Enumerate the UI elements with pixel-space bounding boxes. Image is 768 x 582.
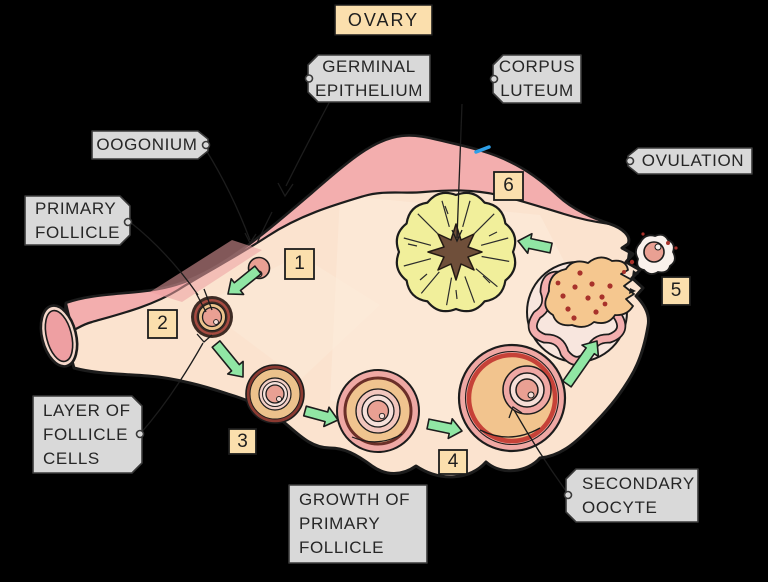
released-oocyte bbox=[622, 232, 678, 275]
leader-layer-cells bbox=[139, 342, 204, 435]
label-germinal-epithelium: GERMINAL EPITHELIUM bbox=[314, 56, 424, 100]
leader-oogonium-2 bbox=[256, 211, 273, 244]
leader-primary-follicle-ticks bbox=[195, 288, 213, 313]
label-layer-of-follicle-cells: LAYER OF FOLLICLE CELLS bbox=[43, 400, 131, 468]
blood-dots bbox=[555, 270, 613, 321]
leader-germinal-epithelium bbox=[285, 100, 331, 187]
label-primary-follicle: PRIMARY FOLLICLE bbox=[35, 198, 121, 242]
label-plates bbox=[24, 4, 753, 564]
arrow-1-to-2 bbox=[227, 265, 262, 296]
label-corpus-luteum: CORPUS LUTEUM bbox=[498, 57, 576, 100]
step-4-badge: 4 bbox=[447, 451, 459, 472]
corpus-luteum bbox=[395, 191, 517, 313]
page-title: OVARY bbox=[335, 5, 432, 35]
leader-secondary-oocyte bbox=[513, 409, 567, 492]
ovulation-blood-dots bbox=[622, 232, 678, 274]
arrow-4-to-5 bbox=[562, 340, 600, 388]
step-1-badge: 1 bbox=[294, 253, 305, 274]
ovary-title-plate bbox=[334, 4, 433, 36]
plate-ovulation bbox=[627, 147, 753, 175]
leader-primary-follicle bbox=[129, 221, 199, 296]
leader-lines bbox=[129, 100, 567, 492]
graafian-follicle bbox=[457, 343, 567, 453]
label-ovulation: OVULATION bbox=[641, 151, 745, 170]
step-2-badge: 2 bbox=[157, 313, 168, 334]
plate-germinal-epithelium bbox=[307, 54, 431, 103]
step-3-badge: 3 bbox=[237, 430, 248, 452]
rupture-debris bbox=[627, 252, 639, 294]
arrow-5-to-6 bbox=[517, 232, 553, 255]
stage-arrows bbox=[211, 232, 600, 440]
growing-follicle bbox=[245, 364, 305, 424]
label-secondary-oocyte: SECONDARY OOCYTE bbox=[582, 473, 695, 517]
stalk-opening bbox=[39, 304, 79, 368]
label-growth-of-primary-follicle: GROWTH OF PRIMARY FOLLICLE bbox=[299, 490, 411, 557]
leader-corpus-luteum-head bbox=[451, 229, 463, 243]
step-5-badge: 5 bbox=[670, 280, 682, 301]
step-6-badge: 6 bbox=[503, 175, 514, 196]
corpus-luteum-center bbox=[427, 223, 483, 281]
leader-oogonium-head bbox=[244, 232, 257, 245]
blue-mark bbox=[474, 145, 491, 154]
plate-layer-cells bbox=[32, 395, 143, 474]
leader-secondary-oocyte-head bbox=[508, 406, 523, 419]
arrow-growth-to-4 bbox=[426, 417, 463, 440]
plate-growth bbox=[288, 484, 428, 564]
primary-follicle-cell bbox=[191, 296, 233, 338]
plate-oogonium bbox=[91, 130, 209, 160]
cortex-shade bbox=[150, 240, 262, 302]
number-plates bbox=[147, 171, 691, 475]
leader-layer-cells-head bbox=[196, 333, 213, 343]
leader-germinal-epithelium-head bbox=[277, 182, 294, 198]
petal-lines bbox=[403, 200, 510, 306]
label-oogonium: OOGONIUM bbox=[96, 135, 198, 154]
petal-dashes bbox=[407, 205, 498, 300]
plate-secondary-oocyte bbox=[565, 468, 699, 523]
plate-primary-follicle bbox=[24, 195, 131, 246]
leader-oogonium bbox=[205, 149, 251, 241]
arrow-3-to-growth bbox=[302, 405, 339, 428]
ovary-title-text: OVARY bbox=[347, 9, 420, 30]
plate-corpus-luteum bbox=[492, 54, 582, 104]
arrow-2-to-3 bbox=[211, 340, 244, 378]
leader-corpus-luteum bbox=[456, 103, 463, 239]
large-follicle bbox=[336, 369, 420, 453]
